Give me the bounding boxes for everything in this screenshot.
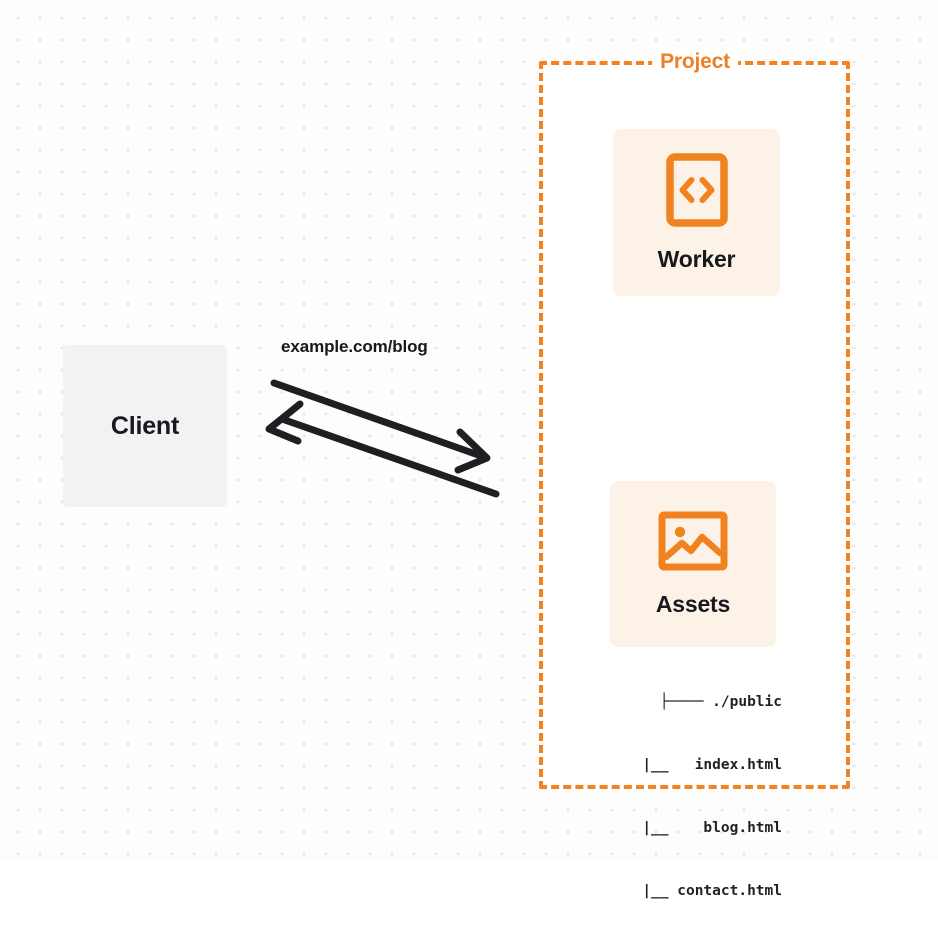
- worker-node-label: Worker: [657, 245, 736, 272]
- client-node-label: Client: [110, 411, 180, 440]
- file-tree-row-blog: |__ blog.html: [642, 820, 782, 836]
- image-icon: [658, 510, 728, 577]
- project-boundary-label: Project: [652, 50, 738, 74]
- client-node[interactable]: Client: [63, 345, 227, 507]
- assets-node-label: Assets: [655, 591, 731, 617]
- file-tree-row-index: |__ index.html: [642, 757, 782, 773]
- worker-node[interactable]: Worker: [613, 129, 780, 296]
- assets-node[interactable]: Assets: [610, 481, 776, 647]
- response-arrow: [265, 400, 500, 498]
- diagram-canvas: Project Client Worker Assets ├──── ./pub…: [0, 0, 938, 899]
- code-brackets-icon: [665, 152, 728, 232]
- assets-file-tree: ├──── ./public |__ index.html |__ blog.h…: [586, 650, 782, 944]
- file-tree-row-contact: |__ contact.html: [642, 883, 782, 899]
- connection-label: example.com/blog: [281, 337, 428, 356]
- file-tree-row-root: ├──── ./public: [659, 694, 782, 710]
- request-arrow: [270, 379, 491, 474]
